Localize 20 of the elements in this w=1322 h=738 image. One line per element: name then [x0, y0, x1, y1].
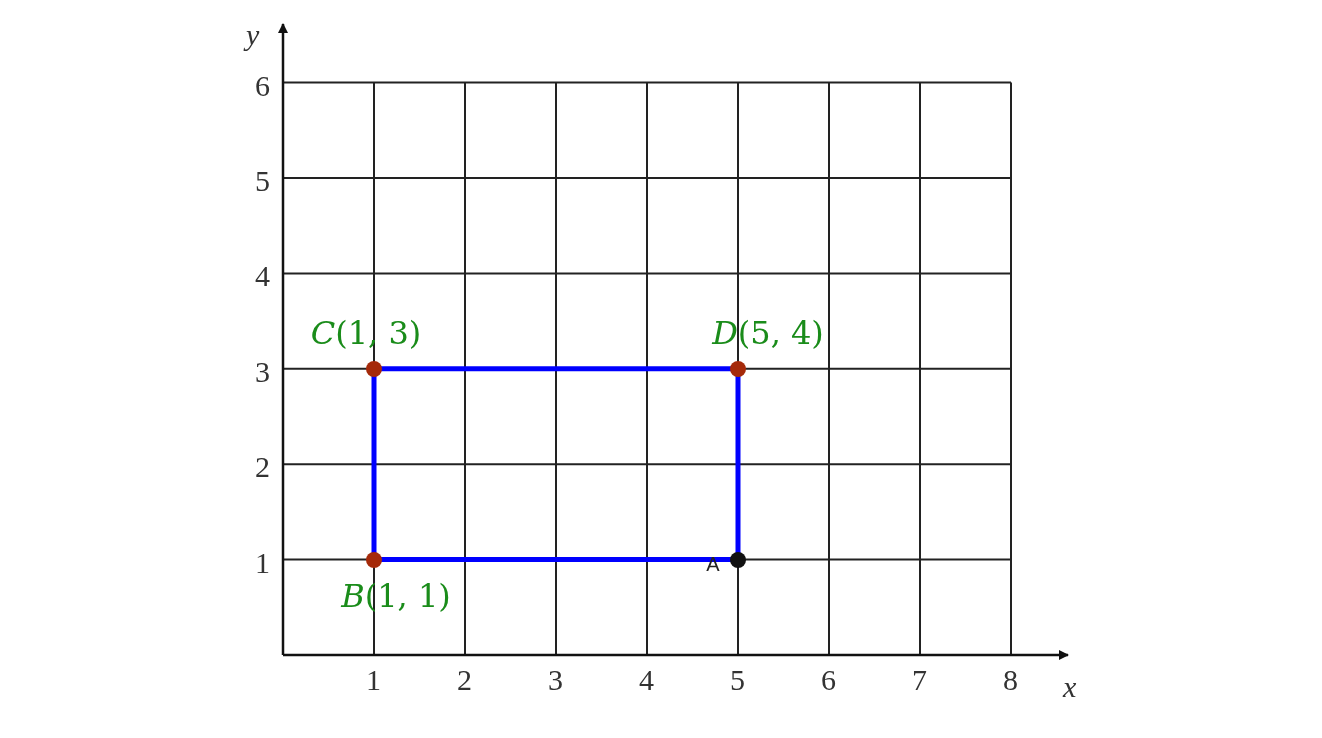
tick-label: 4 — [255, 261, 270, 292]
tick-label: 1 — [255, 547, 270, 578]
rectangle-side — [371, 374, 377, 555]
tick-label: 6 — [255, 70, 270, 101]
tick-label: 7 — [912, 665, 927, 695]
tick-label: 3 — [548, 665, 563, 695]
rectangle-side — [735, 374, 741, 555]
rectangle-side — [379, 366, 733, 372]
tick-label: 2 — [255, 452, 270, 483]
rectangle-side — [379, 557, 733, 563]
tick-label: 2 — [457, 665, 472, 695]
tick-label: 3 — [255, 356, 270, 387]
axis-label: x — [1063, 672, 1077, 702]
tick-label: 6 — [821, 665, 836, 695]
tick-label: 5 — [255, 166, 270, 196]
tick-label: 4 — [639, 665, 654, 695]
point-label: D(5, 4) — [711, 312, 825, 354]
tick-label: 5 — [730, 665, 745, 695]
tick-label: 1 — [366, 665, 381, 695]
tick-label: 8 — [1003, 665, 1018, 695]
